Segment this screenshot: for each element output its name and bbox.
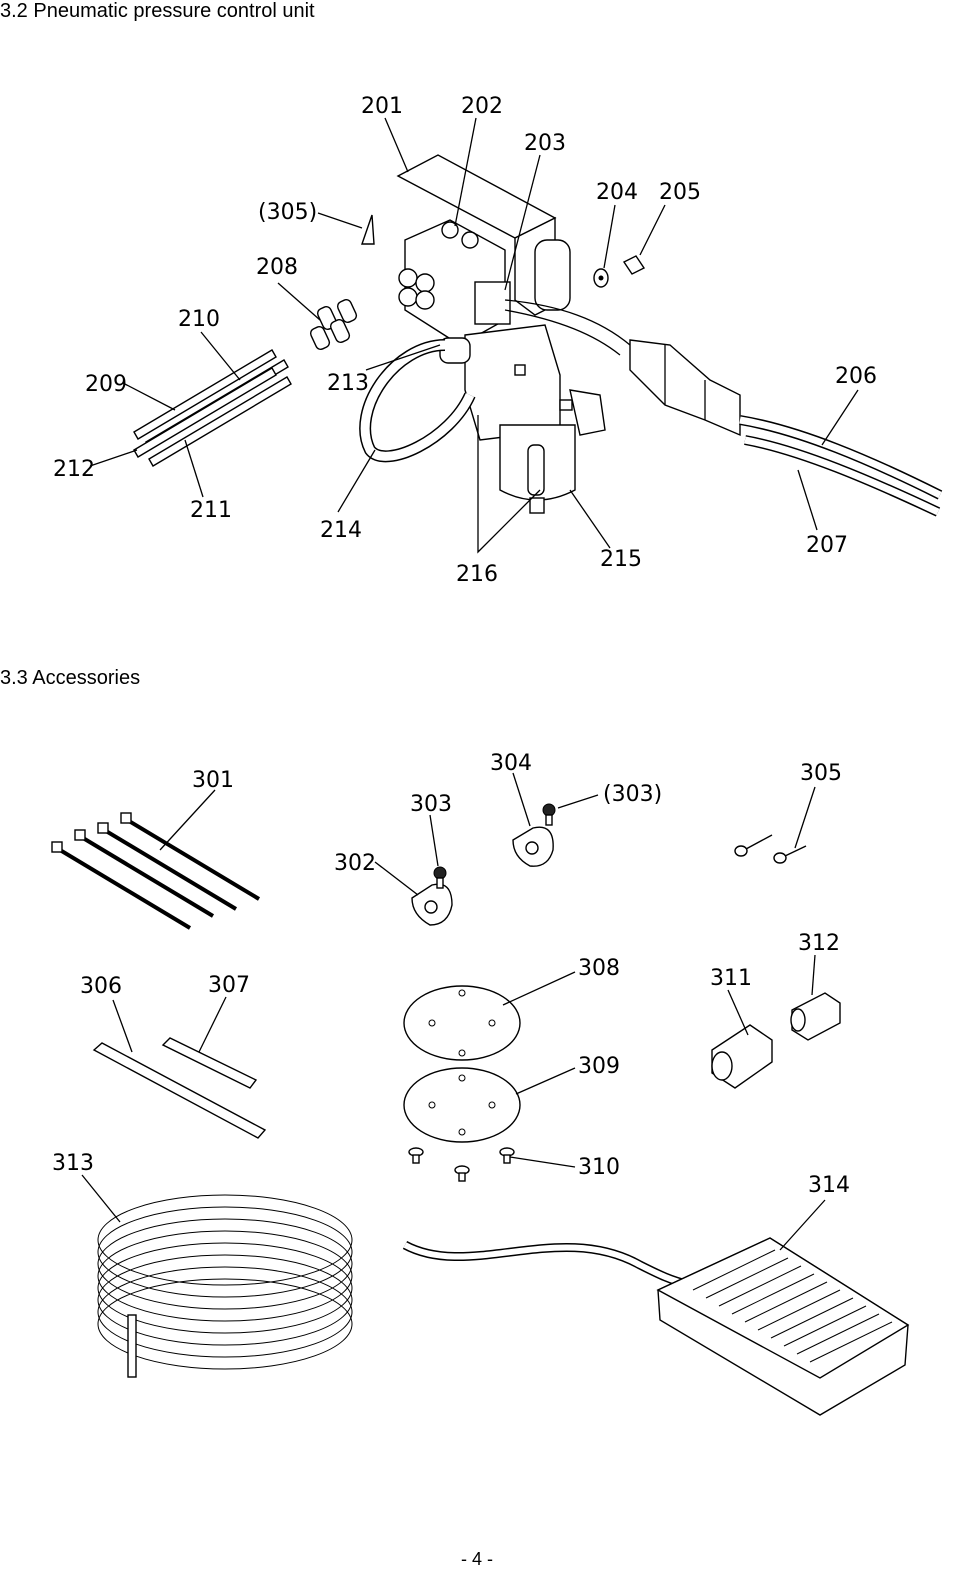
label-212: 212 [53, 457, 95, 482]
label-308: 308 [578, 956, 620, 981]
label-215: 215 [600, 547, 642, 572]
fitting-202b [461, 231, 479, 249]
pneumatic-assembly-drawing: 201 202 203 204 205 206 207 208 209 210 … [53, 94, 943, 587]
nut-311 [711, 1024, 773, 1089]
label-303: 303 [410, 792, 452, 817]
page-number: - 4 - [460, 1549, 493, 1569]
pin-305-ref [361, 214, 375, 245]
fitting-202 [441, 221, 459, 239]
label-216: 216 [456, 562, 498, 587]
plate-308 [403, 985, 521, 1061]
strip-306 [92, 1042, 267, 1139]
foot-pedal-314 [402, 1237, 910, 1416]
label-214: 214 [320, 518, 362, 543]
plate-309 [403, 1067, 521, 1143]
label-301: 301 [192, 768, 234, 793]
label-310: 310 [578, 1155, 620, 1180]
label-305-ref: (305) [258, 200, 317, 225]
clamp-302 [411, 883, 453, 926]
pins-305 [734, 834, 807, 864]
label-311: 311 [710, 966, 752, 991]
label-314: 314 [808, 1173, 850, 1198]
label-306: 306 [80, 974, 122, 999]
caps-208 [309, 299, 358, 350]
label-302: 302 [334, 851, 376, 876]
label-211: 211 [190, 498, 232, 523]
cable-ties-301 [51, 812, 261, 930]
cylinder [534, 239, 571, 311]
section-title-accessories: 3.3 Accessories [0, 667, 141, 689]
section-title-pneumatic: 3.2 Pneumatic pressure control unit [0, 0, 315, 22]
label-312: 312 [798, 931, 840, 956]
label-202: 202 [461, 94, 503, 119]
tube-coil-313 [97, 1194, 353, 1378]
clamp-304 [512, 826, 554, 867]
strip-307 [161, 1037, 258, 1089]
fitting-205 [622, 255, 646, 275]
screw-303 [433, 866, 447, 889]
label-309: 309 [578, 1054, 620, 1079]
label-203: 203 [524, 131, 566, 156]
label-210: 210 [178, 307, 220, 332]
screws-310 [408, 1147, 515, 1182]
screw-303-ref [542, 803, 556, 826]
label-204: 204 [596, 180, 638, 205]
solenoid-203 [474, 281, 511, 325]
regulator-body [464, 324, 561, 441]
label-206: 206 [835, 364, 877, 389]
label-209: 209 [85, 372, 127, 397]
fitting-312 [790, 992, 841, 1041]
label-201: 201 [361, 94, 403, 119]
label-313: 313 [52, 1151, 94, 1176]
accessories-drawing: 301 302 303 (303) 304 305 306 307 308 30… [51, 751, 910, 1416]
connector-206 [629, 339, 741, 437]
label-208: 208 [256, 255, 298, 280]
label-213: 213 [327, 371, 369, 396]
label-205: 205 [659, 180, 701, 205]
bracket-201 [396, 154, 557, 239]
label-304: 304 [490, 751, 532, 776]
tubes-209-212 [133, 349, 292, 467]
label-207: 207 [806, 533, 848, 558]
label-307: 307 [208, 973, 250, 998]
label-303-ref: (303) [603, 782, 662, 807]
label-305: 305 [800, 761, 842, 786]
